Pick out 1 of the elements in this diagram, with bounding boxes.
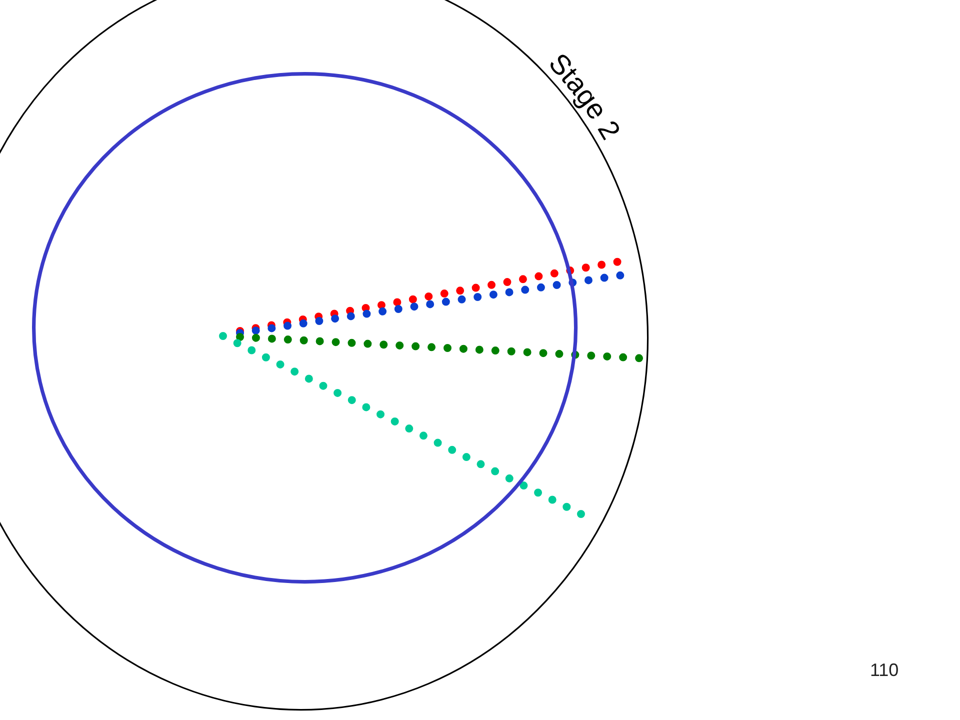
page-number: 110	[870, 660, 899, 681]
